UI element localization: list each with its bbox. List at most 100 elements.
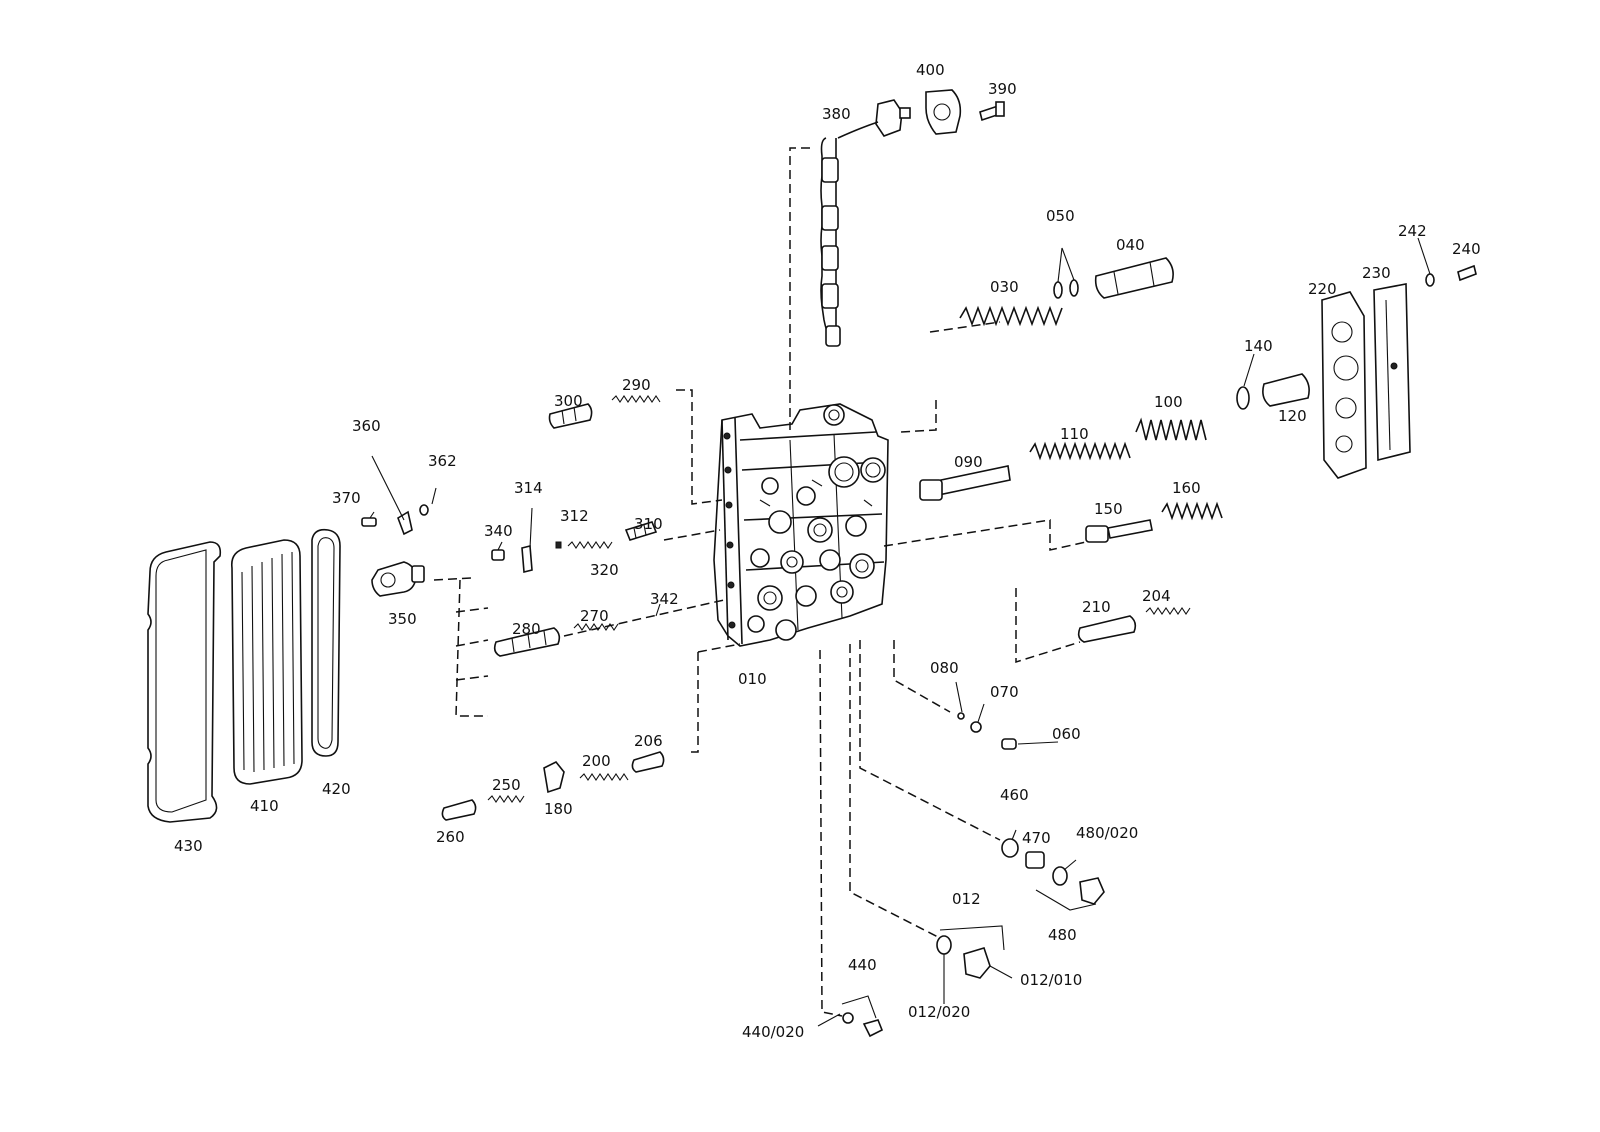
spring-110 — [1029, 441, 1131, 461]
label-220: 220 — [1308, 280, 1337, 298]
washer-362 — [419, 504, 429, 516]
plug-480 — [1079, 877, 1105, 905]
plug-060 — [1001, 738, 1017, 750]
plunger-300 — [548, 403, 593, 429]
label-480: 480 — [1048, 926, 1077, 944]
label-100: 100 — [1154, 393, 1183, 411]
clip-360 — [397, 510, 413, 536]
label-360: 360 — [352, 417, 381, 435]
plug-340 — [491, 549, 505, 561]
label-400: 400 — [916, 61, 945, 79]
valve-090 — [919, 465, 1011, 501]
washer-242 — [1425, 273, 1435, 287]
label-300: 300 — [554, 392, 583, 410]
plug-012-010 — [963, 947, 991, 979]
valve-150 — [1085, 519, 1153, 543]
screw-370 — [361, 517, 377, 527]
spring-204 — [1145, 607, 1191, 615]
spring-200 — [579, 773, 629, 781]
valve-310 — [624, 521, 658, 541]
label-270: 270 — [580, 607, 609, 625]
spring-160 — [1161, 501, 1223, 521]
label-430: 430 — [174, 837, 203, 855]
ring-460 — [1001, 838, 1019, 858]
label-460: 460 — [1000, 786, 1029, 804]
label-206: 206 — [634, 732, 663, 750]
assembly-dashed-lines — [433, 147, 1087, 1017]
label-110: 110 — [1060, 425, 1089, 443]
clip-180 — [543, 760, 565, 794]
label-204: 204 — [1142, 587, 1171, 605]
part-312 — [555, 541, 562, 549]
label-070: 070 — [990, 683, 1019, 701]
label-310: 310 — [634, 515, 663, 533]
label-320: 320 — [590, 561, 619, 579]
label-060: 060 — [1052, 725, 1081, 743]
valve-206 — [631, 751, 665, 773]
leader-lines — [369, 237, 1431, 1027]
plate-220 — [1321, 291, 1367, 479]
label-242: 242 — [1398, 222, 1427, 240]
valve-280 — [493, 627, 561, 657]
spring-470 — [1025, 851, 1045, 869]
sleeve-040 — [1094, 257, 1174, 299]
label-342: 342 — [650, 590, 679, 608]
ring-480-020 — [1052, 866, 1068, 886]
label-480-020: 480/020 — [1076, 824, 1138, 842]
label-120: 120 — [1278, 407, 1307, 425]
ring-070 — [970, 721, 982, 733]
ring-440-020 — [842, 1012, 854, 1024]
label-370: 370 — [332, 489, 361, 507]
pin-314 — [521, 544, 533, 574]
label-340: 340 — [484, 522, 513, 540]
label-362: 362 — [428, 452, 457, 470]
rings-050 — [1053, 279, 1079, 299]
spring-290 — [611, 395, 661, 403]
label-410: 410 — [250, 797, 279, 815]
part-labels: 010 012 012/010 012/020 030 040 050 060 … — [174, 61, 1481, 1041]
plug-260 — [441, 799, 477, 821]
spring-320 — [567, 541, 613, 549]
label-350: 350 — [388, 610, 417, 628]
label-050: 050 — [1046, 207, 1075, 225]
valve-210 — [1077, 615, 1137, 643]
label-440-020: 440/020 — [742, 1023, 804, 1041]
label-312: 312 — [560, 507, 589, 525]
harness-380 — [820, 99, 911, 347]
label-180: 180 — [544, 800, 573, 818]
ring-012-020 — [936, 935, 952, 955]
label-160: 160 — [1172, 479, 1201, 497]
label-250: 250 — [492, 776, 521, 794]
gasket-420 — [311, 528, 341, 757]
label-230: 230 — [1362, 264, 1391, 282]
screw-390 — [979, 101, 1005, 122]
label-012-010: 012/010 — [1020, 971, 1082, 989]
ball-080 — [957, 712, 965, 720]
label-030: 030 — [990, 278, 1019, 296]
label-390: 390 — [988, 80, 1017, 98]
sleeve-120 — [1262, 373, 1310, 407]
label-012-020: 012/020 — [908, 1003, 970, 1021]
label-314: 314 — [514, 479, 543, 497]
plate-230 — [1373, 283, 1411, 462]
solenoid-350 — [371, 561, 425, 597]
label-090: 090 — [954, 453, 983, 471]
plug-440 — [862, 1019, 884, 1038]
label-150: 150 — [1094, 500, 1123, 518]
label-010: 010 — [738, 670, 767, 688]
label-240: 240 — [1452, 240, 1481, 258]
spring-100 — [1135, 417, 1207, 441]
label-200: 200 — [582, 752, 611, 770]
label-140: 140 — [1244, 337, 1273, 355]
valve-body-010 — [713, 403, 889, 647]
label-420: 420 — [322, 780, 351, 798]
spring-030 — [959, 305, 1063, 327]
label-210: 210 — [1082, 598, 1111, 616]
label-470: 470 — [1022, 829, 1051, 847]
label-080: 080 — [930, 659, 959, 677]
spring-250 — [487, 795, 525, 803]
cover-410 — [230, 539, 303, 785]
label-380: 380 — [822, 105, 851, 123]
label-040: 040 — [1116, 236, 1145, 254]
